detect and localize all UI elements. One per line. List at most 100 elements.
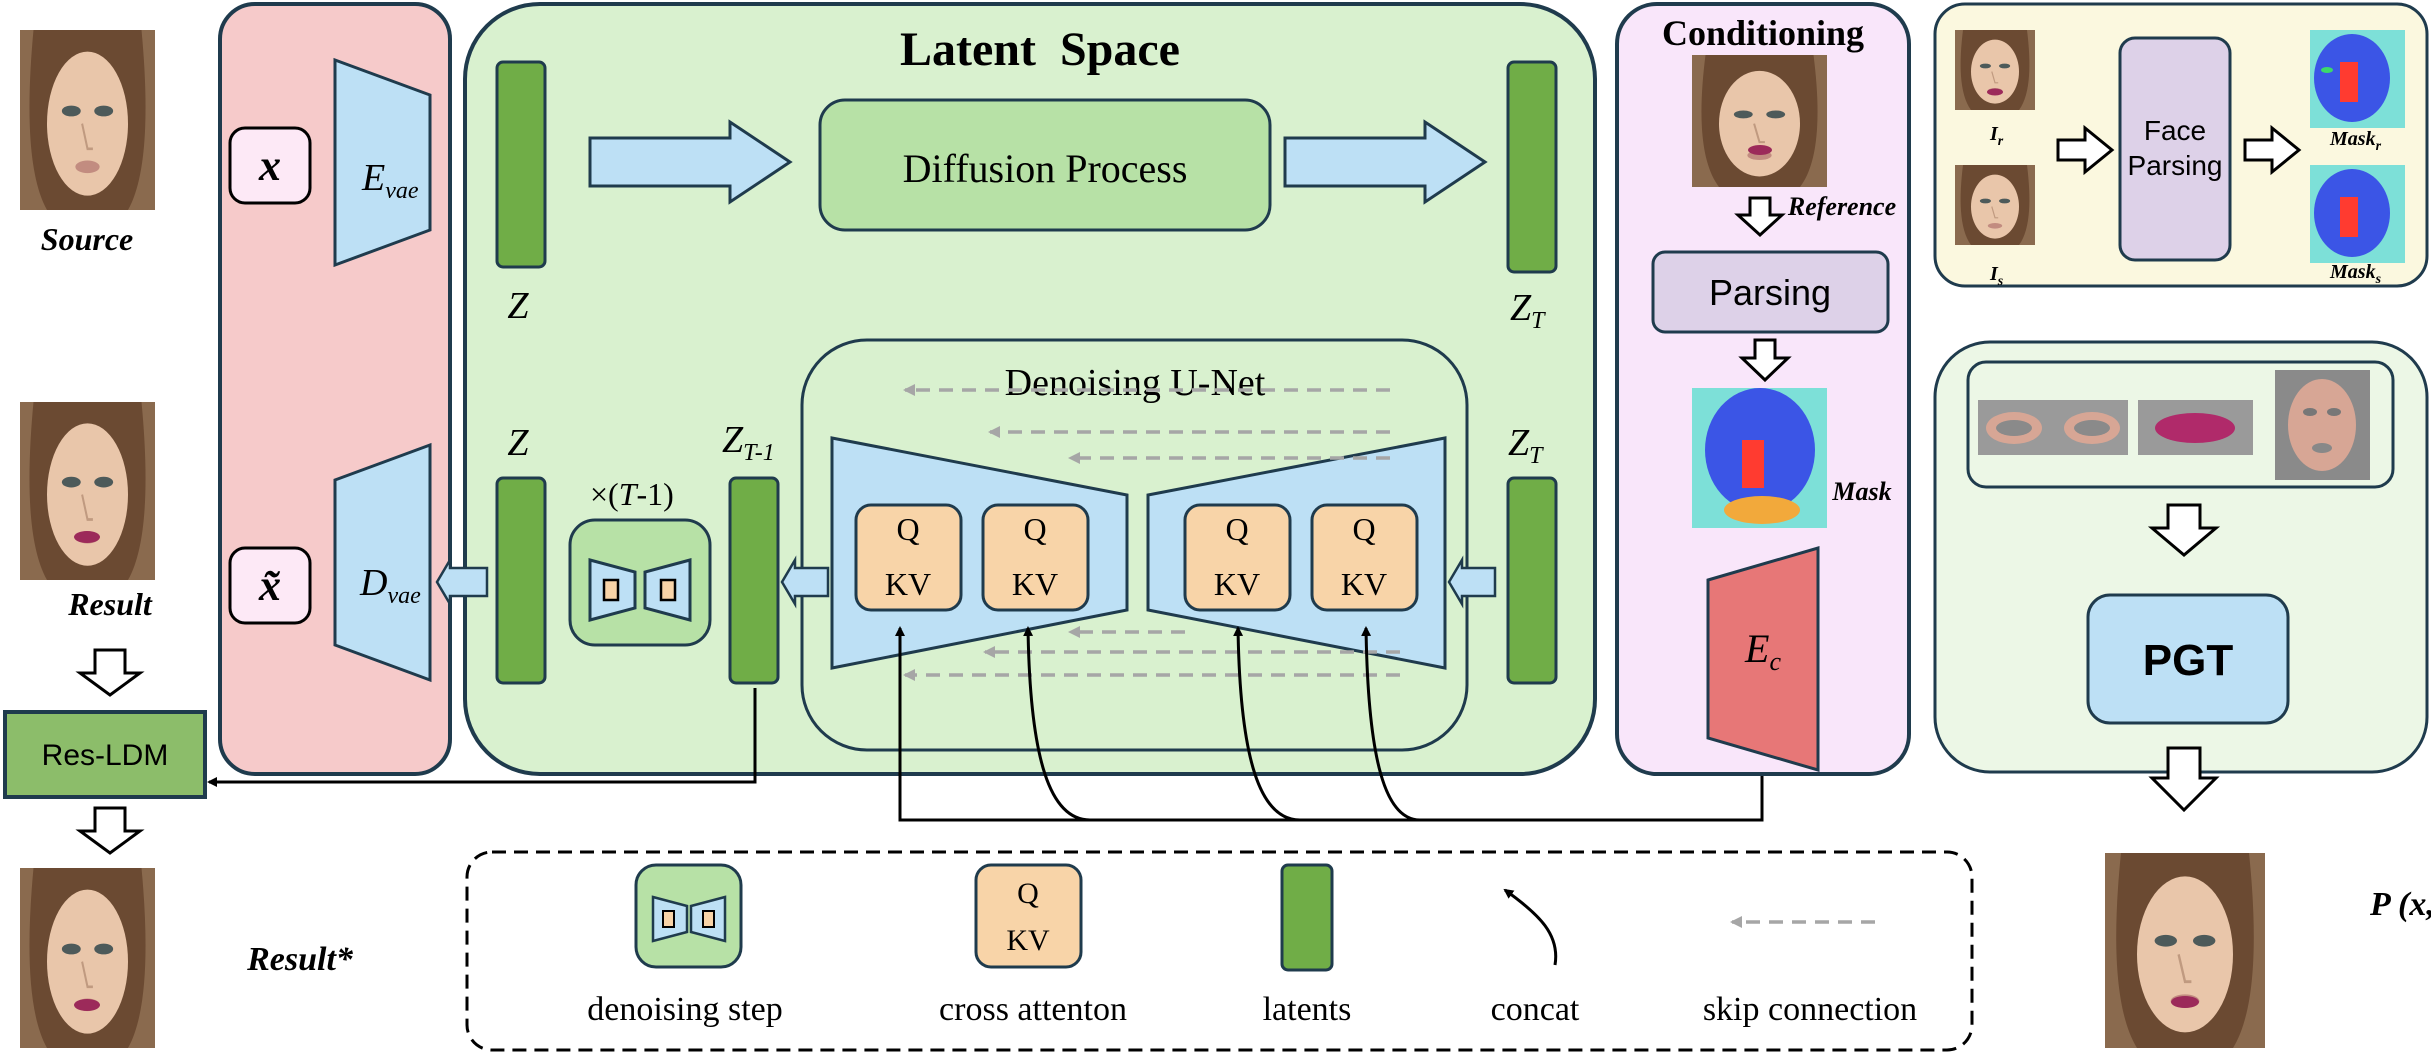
- cross-attention-block: Q KV: [854, 503, 963, 612]
- down-arrow-icon: [75, 648, 145, 697]
- q-label: Q: [1023, 511, 1046, 547]
- latent-zt-bottom: [1506, 476, 1558, 685]
- mask-s-image: [2310, 165, 2405, 263]
- right-arrow-icon: [2056, 124, 2115, 176]
- q-label: Q: [1352, 511, 1375, 547]
- arrow-from-diffusion: [1283, 119, 1488, 205]
- down-arrow-icon: [2147, 503, 2221, 557]
- face-parsing-line2: Parsing: [2128, 150, 2223, 181]
- vae-decoder: [333, 442, 432, 683]
- arrow-to-diffusion: [588, 119, 793, 205]
- x-input-box: [228, 126, 312, 205]
- legend-box: [465, 850, 1974, 1052]
- zt1-to-res-ldm-line: [207, 688, 757, 787]
- x-tilde-label: x̃: [258, 561, 281, 610]
- face-parsing-box: [2118, 36, 2232, 262]
- ir-photo: [1954, 29, 2036, 111]
- cross-attention-block: Q KV: [981, 503, 1090, 612]
- down-arrow-icon: [2148, 746, 2220, 813]
- mask-r-label: Maskr: [2329, 128, 2382, 154]
- source-label: Source: [41, 221, 133, 257]
- skip-connections: [903, 384, 1400, 681]
- down-arrow-icon: [75, 806, 145, 855]
- pgt-label: PGT: [2143, 636, 2234, 685]
- kv-label: KV: [885, 566, 931, 602]
- zt1-label: ZT-1: [722, 419, 775, 466]
- concat-lines: [895, 626, 1764, 822]
- face-region-image: [2275, 370, 2370, 480]
- kv-label: KV: [1341, 566, 1387, 602]
- cross-attention-block: Q KV: [1183, 503, 1292, 612]
- x-tilde-box: [228, 546, 312, 625]
- z-top-label: Z: [507, 285, 529, 327]
- arrow-to-unet: [1447, 555, 1497, 609]
- z-bottom-label: Z: [507, 422, 529, 464]
- reference-label: Reference: [1787, 192, 1896, 221]
- conditioning-title: Conditioning: [1662, 13, 1864, 53]
- is-photo: [1954, 164, 2036, 246]
- mask-label: Mask: [1831, 477, 1891, 506]
- mask-s-label: Masks: [2329, 261, 2382, 287]
- zt-bottom-label: ZT: [1508, 422, 1544, 469]
- legend-skip-connection-label: skip connection: [1703, 991, 1917, 1028]
- latent-space-title: Latent Space: [900, 23, 1180, 76]
- ec-label: Ec: [1744, 626, 1781, 676]
- down-arrow-icon: [1738, 338, 1792, 383]
- diffusion-process-label: Diffusion Process: [903, 146, 1188, 191]
- right-arrow-icon: [2243, 124, 2302, 176]
- mask-image: [1692, 388, 1827, 528]
- vae-encoder-label: Evae: [361, 157, 419, 204]
- result-star-photo: [18, 866, 157, 1050]
- x-input-label: x: [258, 141, 281, 190]
- parsing-box: [1651, 250, 1890, 334]
- pgt-output-photo: [2103, 851, 2267, 1050]
- face-parsing-line1: Face: [2144, 115, 2206, 146]
- zt-top-label: ZT: [1510, 287, 1546, 334]
- res-ldm-box: [3, 710, 207, 799]
- legend-latents-label: latents: [1263, 991, 1352, 1028]
- diffusion-process-box: [818, 98, 1272, 232]
- latent-zt-top: [1506, 60, 1558, 274]
- legend-cross-attention-icon: Q KV: [974, 863, 1083, 969]
- denoising-unet-panel: [800, 338, 1469, 752]
- mask-r-image: [2310, 30, 2405, 128]
- res-ldm-label: Res-LDM: [42, 739, 169, 772]
- latent-z-bottom: [495, 476, 547, 685]
- eye-regions-image: [1978, 400, 2128, 455]
- latent-z-top: [495, 60, 547, 269]
- denoising-step-icon: [568, 518, 712, 647]
- legend-kv-label: KV: [1006, 924, 1050, 957]
- legend-denoising-step-icon: [634, 863, 743, 969]
- result-photo: [18, 400, 157, 582]
- arrow-to-decoder: [435, 555, 489, 609]
- result-star-label: Result*: [246, 941, 354, 978]
- down-arrow-icon: [1734, 196, 1786, 238]
- pgt-output-label: P (x, y): [2369, 886, 2431, 923]
- parsing-label: Parsing: [1709, 272, 1831, 313]
- vae-decoder-label: Dvae: [359, 562, 421, 609]
- q-label: Q: [896, 511, 919, 547]
- kv-label: KV: [1012, 566, 1058, 602]
- lip-region-image: [2138, 400, 2253, 455]
- repeat-label: ×(T-1): [590, 476, 674, 512]
- is-label: Is: [1989, 263, 2004, 289]
- legend-q-label: Q: [1017, 877, 1039, 910]
- vae-encoder: [333, 57, 432, 268]
- denoising-unet-title: Denoising U-Net: [1005, 362, 1266, 404]
- pgt-box: [2086, 593, 2290, 725]
- result-label: Result: [67, 586, 153, 622]
- ir-label: Ir: [1989, 123, 2004, 149]
- condition-encoder: [1706, 546, 1820, 772]
- source-photo: [18, 28, 157, 212]
- cross-attention-block: Q KV: [1310, 503, 1419, 612]
- reference-photo: [1690, 53, 1829, 189]
- legend-concat-icon: [1503, 888, 1558, 966]
- legend-latents-icon: [1280, 863, 1334, 972]
- arrow-to-zt1: [780, 555, 830, 609]
- legend-cross-attention-label: cross attenton: [939, 991, 1127, 1028]
- latent-zt1: [728, 476, 780, 685]
- legend-denoising-step-label: denoising step: [587, 991, 782, 1028]
- kv-label: KV: [1214, 566, 1260, 602]
- legend-concat-label: concat: [1491, 991, 1580, 1028]
